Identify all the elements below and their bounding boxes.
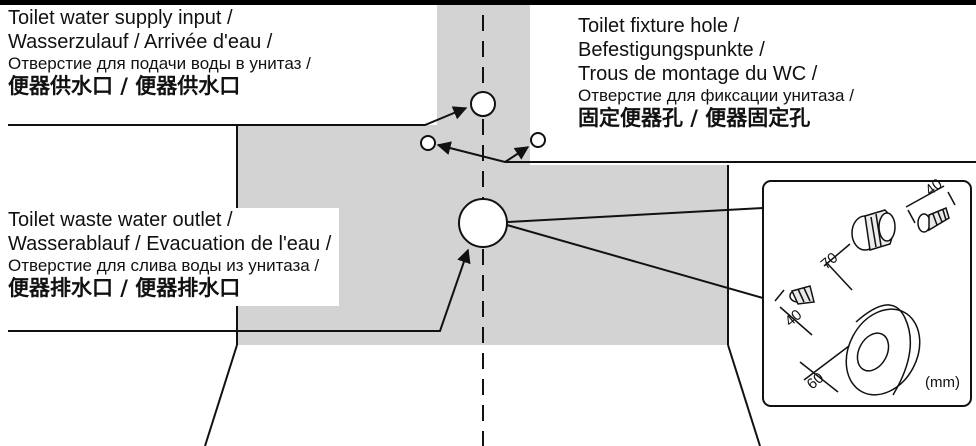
seal-drawing [799,304,921,396]
supply-label-ru: Отверстие для подачи воды в унитаз / [8,54,311,73]
supply-leader [8,106,468,126]
unit-label: (mm) [925,374,960,391]
supply-label-cn: 便器供水口 / 便器供水口 [8,74,241,99]
waste-outlet-label: Toilet waste water outlet / Wasserablauf… [0,208,340,306]
bolt-left-drawing [774,285,815,336]
floor-line-right [727,344,761,446]
fixture-label-de: Befestigungspunkte / [578,39,765,61]
waste-leader [8,248,471,332]
supply-input-label: Toilet water supply input / Wasserzulauf… [0,6,319,104]
waste-label-en: Toilet waste water outlet / [8,209,233,231]
waste-label-ru: Отверстие для слива воды из унитаза / [8,256,320,275]
waste-label-de-fr: Wasserablauf / Evacuation de l'eau / [8,233,332,255]
fixture-label-ru: Отверстие для фиксации унитаза / [578,86,854,105]
bolt-top-drawing [905,185,956,233]
fixture-hole-left [420,135,436,151]
fixture-label-fr: Trous de montage du WC / [578,63,818,85]
supply-label-en: Toilet water supply input / [8,7,233,29]
fixture-label-en: Toilet fixture hole / [578,15,740,37]
fixture-label-cn: 固定便器孔 / 便器固定孔 [578,106,811,131]
supply-label-de-fr: Wasserzulauf / Arrivée d'eau / [8,31,273,53]
dim-bolt-top: 40 [922,175,946,199]
waste-label-cn: 便器排水口 / 便器排水口 [8,276,241,301]
supply-hole [470,91,496,117]
callout-line-top [506,207,764,223]
fixture-hole-label: Toilet fixture hole / Befestigungspunkte… [572,14,860,136]
waste-outlet-hole [458,198,508,248]
fixture-leader-right [504,146,530,163]
floor-line-left [204,344,238,446]
header-bar [0,0,976,5]
callout-line-bottom [506,224,764,299]
fixture-hole-right [530,132,546,148]
rosette-drawing [823,209,896,291]
